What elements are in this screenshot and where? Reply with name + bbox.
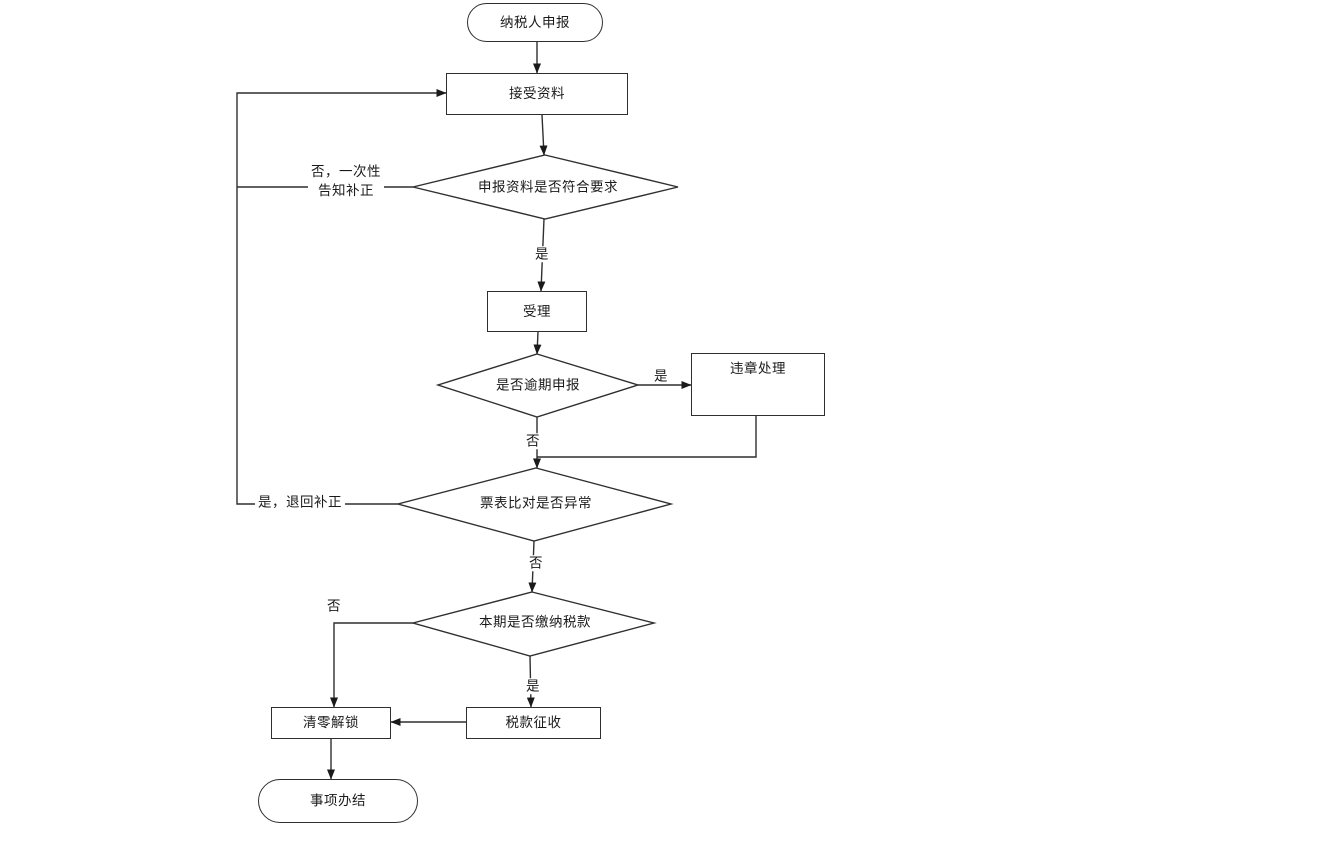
edge-violation-return-to-mainline bbox=[537, 416, 757, 458]
tax-due-diamond bbox=[410, 591, 657, 657]
docs-check-no-line1: 否，一次性 bbox=[311, 164, 381, 179]
docs-check-no-label: 否，一次性 告知补正 bbox=[308, 161, 384, 201]
receive-docs-label: 接受资料 bbox=[509, 86, 565, 102]
violation-handling-box: 违章处理 bbox=[691, 353, 825, 416]
docs-check-yes-label: 是 bbox=[532, 246, 552, 262]
edge-receive-to-docs-check bbox=[539, 114, 548, 156]
reset-unlock-box: 清零解锁 bbox=[271, 707, 391, 739]
tax-due-label: 本期是否缴纳税款 bbox=[479, 614, 591, 630]
end-label: 事项办结 bbox=[310, 793, 366, 809]
start-label: 纳税人申报 bbox=[500, 14, 570, 30]
docs-check-label: 申报资料是否符合要求 bbox=[478, 179, 618, 195]
invoice-compare-label: 票表比对是否异常 bbox=[480, 495, 592, 511]
end-terminator: 事项办结 bbox=[258, 779, 418, 823]
accept-box: 受理 bbox=[487, 291, 587, 332]
tax-due-yes-label: 是 bbox=[523, 678, 543, 694]
docs-check-no-line2: 告知补正 bbox=[318, 183, 374, 198]
docs-check-diamond bbox=[412, 154, 679, 220]
tax-due-no-label: 否 bbox=[327, 598, 341, 614]
edge-compare-yes-feedback-to-receive bbox=[236, 89, 447, 505]
overdue-check-diamond bbox=[435, 353, 641, 418]
tax-collection-label: 税款征收 bbox=[505, 715, 562, 731]
overdue-check-label: 是否逾期申报 bbox=[496, 377, 580, 393]
overdue-yes-label: 是 bbox=[654, 368, 668, 384]
edge-accept-to-overdue-check bbox=[533, 331, 542, 355]
invoice-compare-diamond bbox=[395, 467, 674, 542]
reset-unlock-label: 清零解锁 bbox=[303, 715, 359, 731]
tax-collection-box: 税款征收 bbox=[466, 707, 601, 739]
receive-docs-box: 接受资料 bbox=[446, 73, 628, 115]
compare-no-label: 否 bbox=[526, 555, 546, 571]
violation-handling-label: 违章处理 bbox=[730, 361, 786, 376]
edge-tax-due-no-to-reset-unlock bbox=[330, 622, 413, 708]
overdue-no-label: 否 bbox=[523, 433, 543, 449]
start-terminator: 纳税人申报 bbox=[467, 3, 603, 42]
accept-label: 受理 bbox=[523, 303, 551, 319]
compare-yes-label: 是，退回补正 bbox=[255, 494, 345, 510]
